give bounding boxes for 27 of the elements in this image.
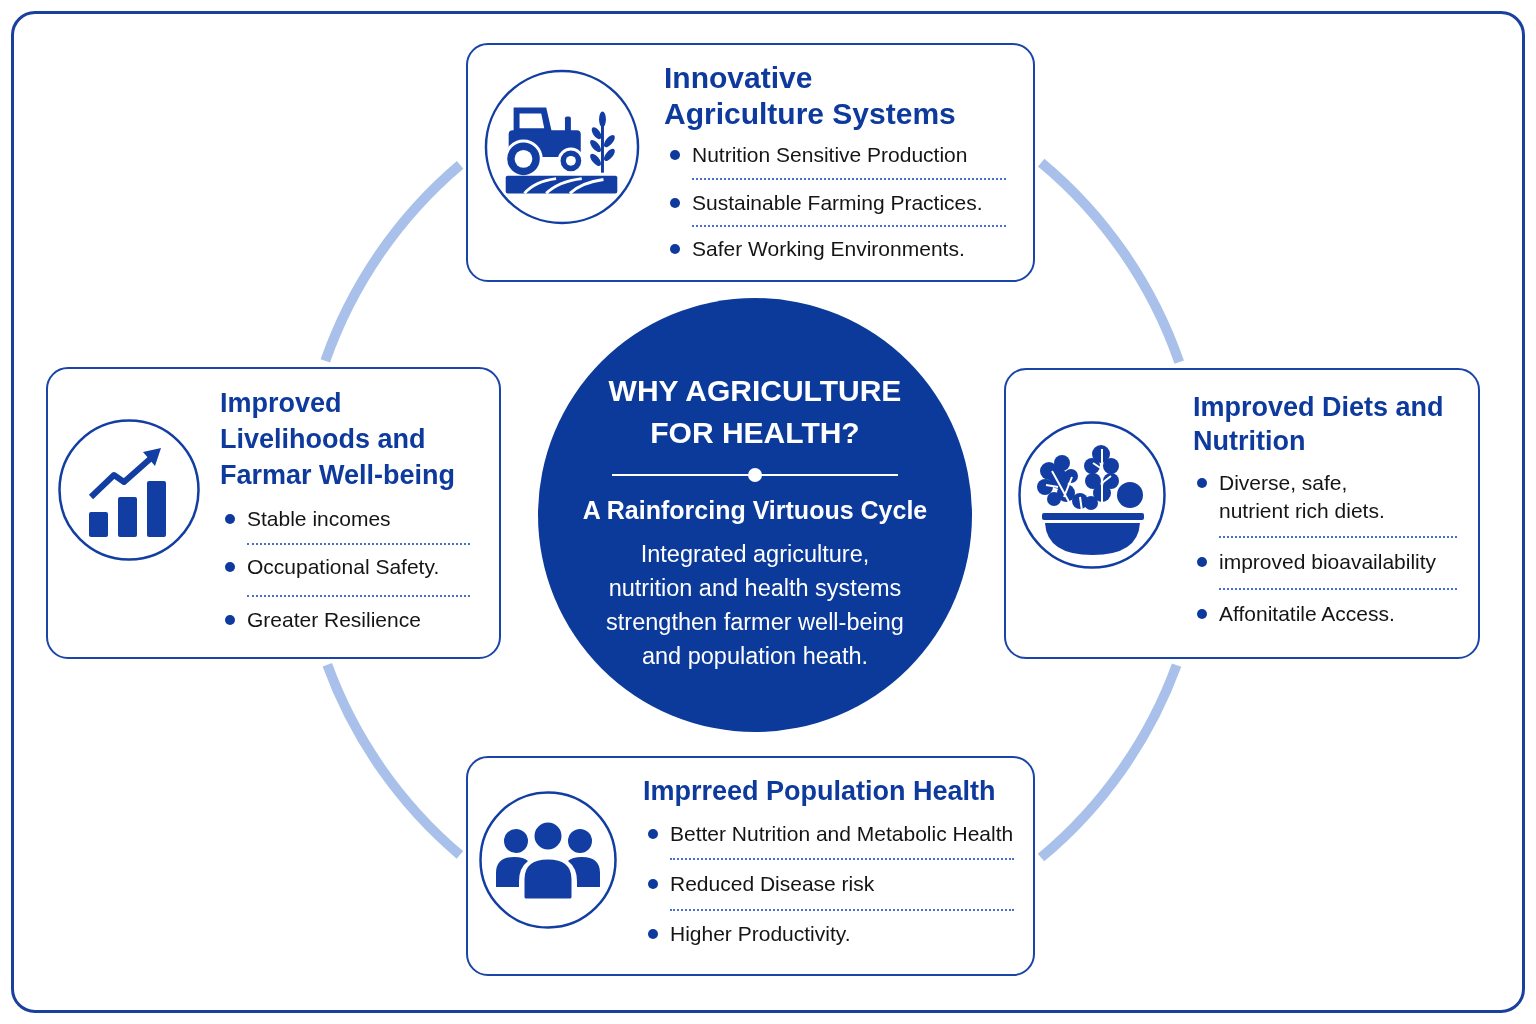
bullet-text: Reduced Disease risk [670,871,876,897]
cycle-ring-arc [1037,158,1184,365]
bullet-text: Nutrition Sensitive Production [692,142,969,168]
bullet-text: Sustainable Farming Practices. [692,190,984,216]
bullet-text: Safer Working Environments. [692,236,966,262]
card-heading: Imprreed Population Health [643,775,996,808]
bullet-text: Stable incomes [247,506,392,532]
hub-title: WHY AGRICULTURE FOR HEALTH? [607,373,903,451]
bullet-text: Better Nutrition and Metabolic Health [670,821,1015,847]
card [466,756,1035,976]
cycle-ring-arc [1037,663,1182,862]
bullet-text: improved bioavailability [1219,549,1438,575]
bullet-text: Affonitatile Access. [1219,601,1396,627]
card-heading: Improved Livelihoods and Farmar Well-being [220,387,457,492]
card [466,43,1035,282]
cycle-ring-arc [322,662,464,859]
card-heading: Innovative Agriculture Systems [664,60,957,132]
bullet-text: Higher Productivity. [670,921,852,947]
card [46,367,501,659]
card [1004,368,1480,659]
bullet-text: Greater Resilience [247,607,422,633]
bullet-text: Diverse, safe, nutrient rich diets. [1219,470,1386,524]
hub-subtitle: A Rainforcing Virtuous Cycle [581,495,929,525]
card-heading: Improved Diets and Nutrition [1193,391,1445,458]
bullet-text: Occupational Safety. [247,554,441,580]
hub-description: Integrated agriculture, nutrition and health systems strengthen farmer well-being and population heath. [605,540,905,671]
cycle-ring-arc [320,161,464,363]
